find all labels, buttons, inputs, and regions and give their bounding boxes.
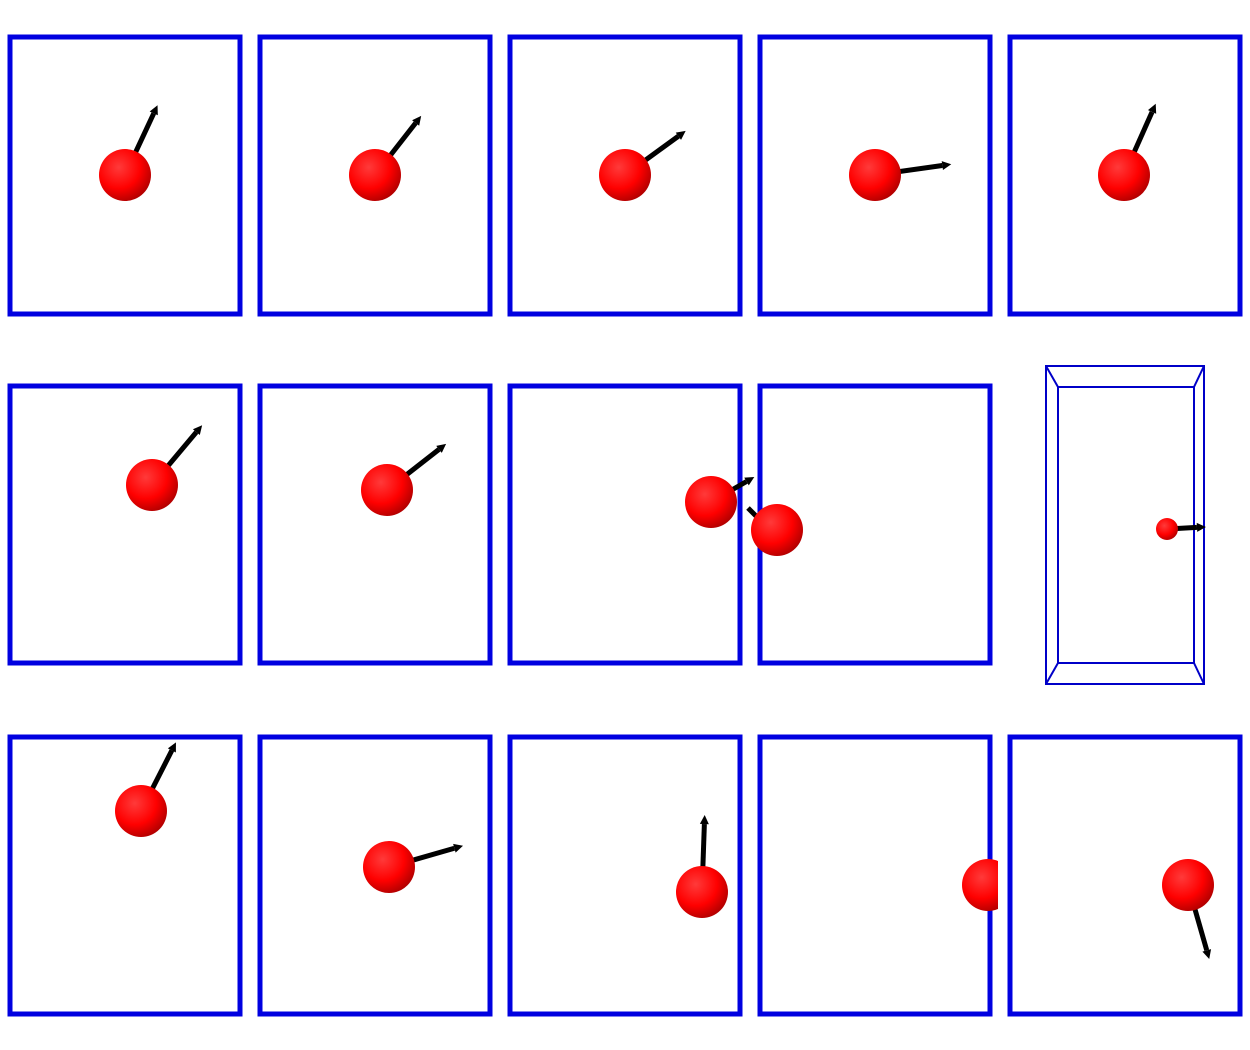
particle [849, 149, 952, 201]
particle [1156, 518, 1206, 540]
simulation-frame [507, 383, 743, 666]
particle [1098, 103, 1157, 201]
particle-sphere [99, 149, 151, 201]
particle [115, 742, 176, 837]
particle-sphere [1162, 859, 1214, 911]
particle [99, 105, 158, 201]
simulation-frame [507, 734, 743, 1017]
box-3d-view [1045, 365, 1205, 685]
particle [676, 815, 728, 918]
simulation-frame [257, 34, 493, 317]
velocity-arrow [746, 506, 758, 518]
particle [363, 841, 464, 893]
simulation-frame [7, 734, 243, 1017]
particle [1162, 859, 1214, 960]
simulation-frame [1007, 734, 1243, 1017]
particle [361, 443, 447, 516]
simulation-frame [257, 734, 493, 1017]
simulation-frame [257, 383, 493, 666]
particle-sphere [1098, 149, 1150, 201]
particle-sphere [849, 149, 901, 201]
simulation-frame [757, 734, 993, 1017]
particle [126, 425, 203, 511]
particle-sphere [349, 149, 401, 201]
particle-sphere [685, 476, 737, 528]
particle-sphere [363, 841, 415, 893]
particle [962, 859, 998, 911]
particle [349, 115, 422, 201]
particle-sphere [115, 785, 167, 837]
particle-sphere [962, 859, 998, 911]
simulation-frame [757, 34, 993, 317]
particle [751, 504, 803, 556]
particle [685, 476, 755, 528]
simulation-frame [7, 34, 243, 317]
particle-sphere [361, 464, 413, 516]
particle-sphere [676, 866, 728, 918]
particle-sphere [751, 504, 803, 556]
particle-sphere [599, 149, 651, 201]
particle-sphere [126, 459, 178, 511]
simulation-frame [7, 383, 243, 666]
simulation-frame [507, 34, 743, 317]
simulation-frame [1007, 34, 1243, 317]
particle-sphere [1156, 518, 1178, 540]
particle [599, 130, 686, 201]
